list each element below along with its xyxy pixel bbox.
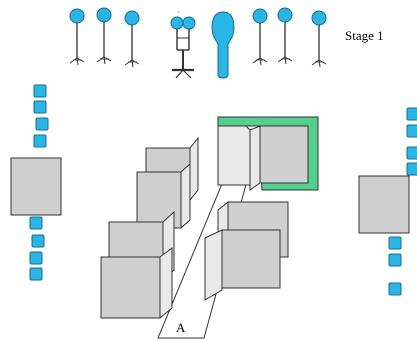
queue-square-icon (29, 267, 43, 281)
queue-square-icon (406, 146, 417, 160)
standing-person-icon (124, 10, 140, 68)
left-box-stack-icon (10, 157, 62, 216)
standing-person-icon (96, 7, 112, 65)
queue-square-icon (388, 282, 402, 296)
stage-label: Stage 1 (345, 28, 384, 43)
queue-square-icon (29, 216, 43, 230)
corridor-label: A (176, 320, 186, 335)
standing-person-icon (311, 10, 327, 68)
queue-square-icon (29, 251, 43, 265)
queue-square-icon (406, 107, 417, 121)
standing-person-icon (69, 8, 85, 66)
right-box-stack-icon (358, 175, 410, 234)
queue-square-icon (33, 134, 47, 148)
queue-square-icon (388, 236, 402, 250)
queue-square-icon (33, 84, 47, 98)
double-person-stand-icon: ~ (170, 10, 196, 79)
svg-text:~: ~ (177, 10, 180, 16)
queue-square-icon (406, 124, 417, 138)
standing-person-icon (252, 8, 268, 66)
standing-person-icon (277, 7, 293, 65)
queue-square-icon (33, 100, 47, 114)
large-keyhole-figure-icon (211, 11, 235, 79)
queue-square-icon (31, 234, 45, 248)
corridor-structure (100, 116, 319, 339)
queue-square-icon (35, 117, 49, 131)
queue-square-icon (406, 162, 417, 176)
queue-square-icon (388, 253, 402, 267)
